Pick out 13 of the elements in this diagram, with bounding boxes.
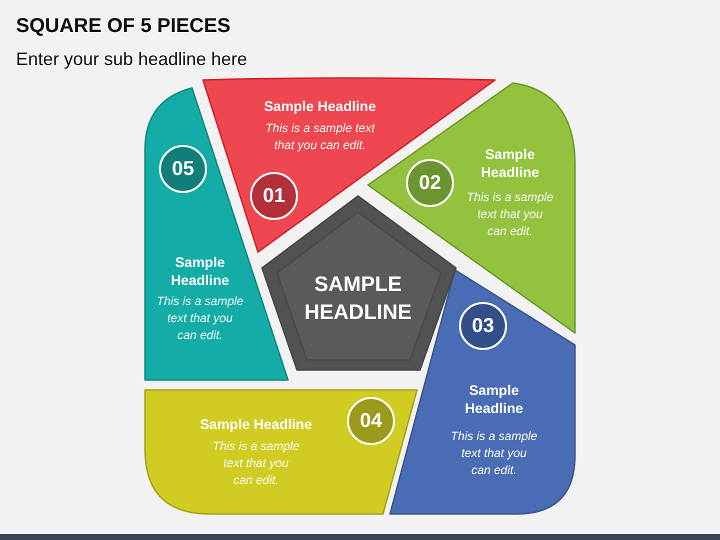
center-headline: SAMPLE HEADLINE: [304, 272, 412, 326]
segment-headline: Sample Headline: [199, 415, 313, 433]
slide-title: SQUARE OF 5 PIECES: [16, 15, 230, 38]
segment-text: This is a sample text that you can edit.: [264, 120, 376, 154]
segment-text: This is a sample text that you can edit.: [156, 293, 244, 344]
slide-subtitle: Enter your sub headline here: [16, 49, 248, 70]
segment-text: This is a sample text that you can edit.: [212, 438, 300, 489]
segment-headline: Sample Headline: [263, 97, 377, 115]
segment-headline: Sample Headline: [480, 145, 540, 181]
segment-headline: Sample Headline: [464, 381, 524, 417]
segment-text: This is a sample text that you can edit.: [466, 189, 554, 240]
segment-text: This is a sample text that you can edit.: [450, 428, 538, 479]
segment-headline: Sample Headline: [170, 253, 230, 289]
